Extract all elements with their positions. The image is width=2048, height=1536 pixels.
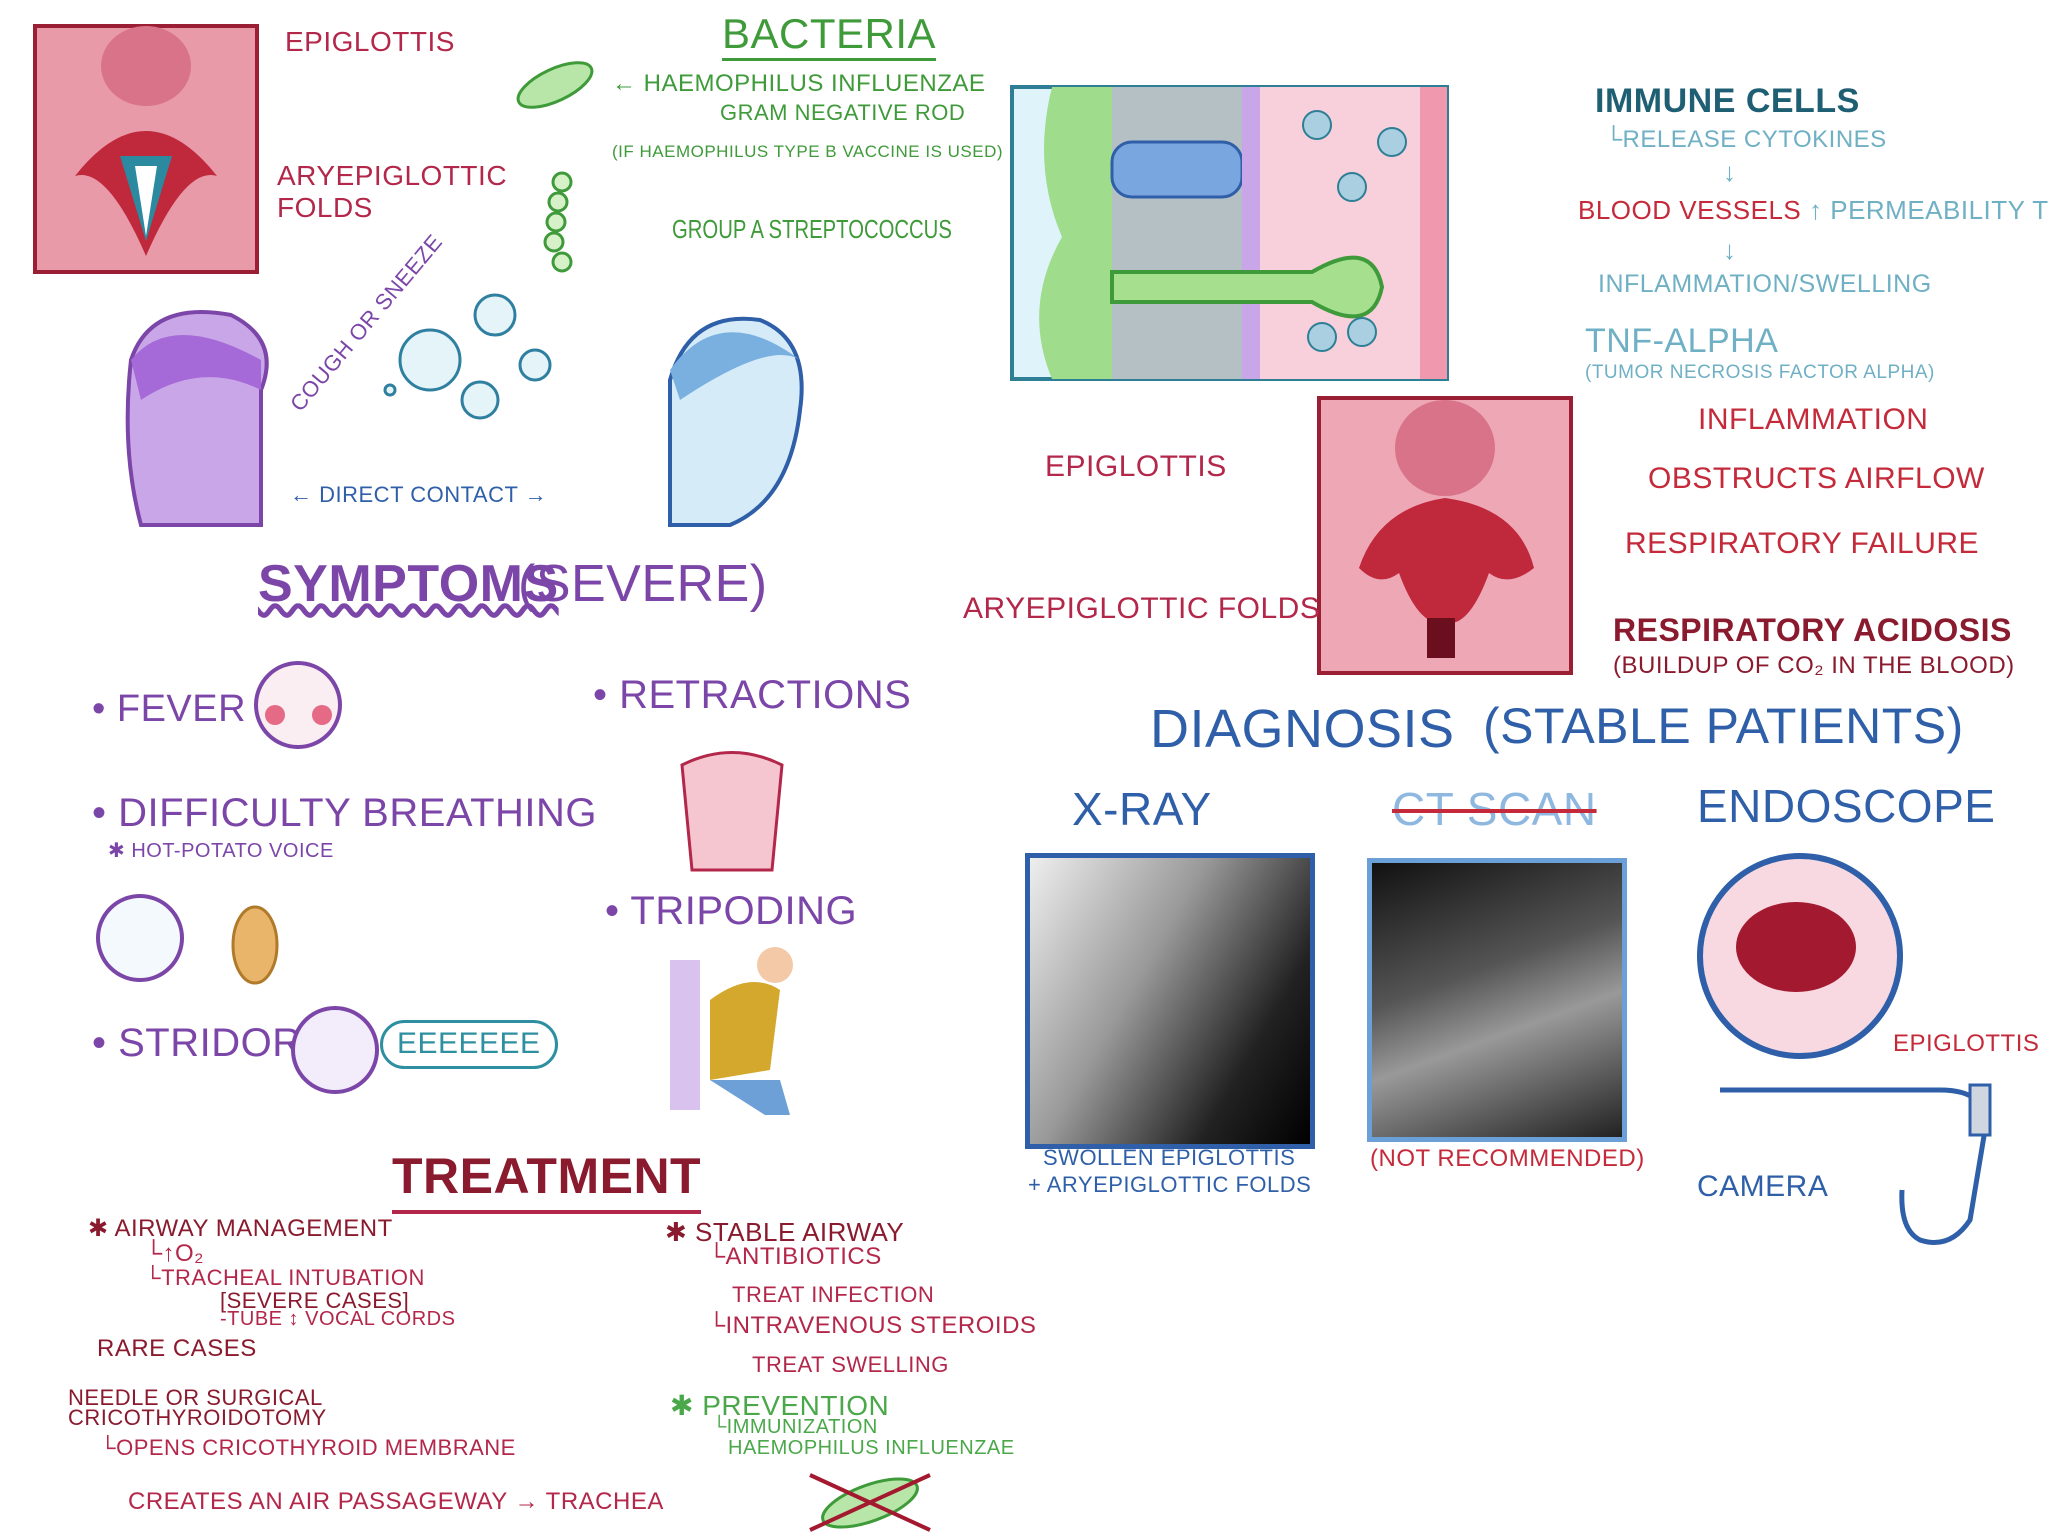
bacteria-title: Bacteria (722, 10, 937, 62)
haemophilus-bacterium-icon (516, 61, 594, 109)
rare-cases: Rare cases (97, 1335, 257, 1362)
stable-airway: ✱ Stable airway (665, 1217, 905, 1247)
cascade-step: Respiratory acidosis (1613, 612, 2012, 648)
intubation-text: Tracheal intubation (161, 1265, 425, 1290)
swollen-epiglottis-illustration (1317, 396, 1573, 675)
opens-membrane: └Opens cricothyroid membrane (100, 1435, 516, 1460)
cascade-step: Obstructs airflow (1648, 462, 1985, 495)
tnf-full-label: (Tumor necrosis factor alpha) (1585, 362, 1935, 383)
opens-membrane-text: Opens cricothyroid membrane (116, 1435, 516, 1460)
iv-steroids: └Intravenous steroids (708, 1312, 1037, 1339)
tube-note: -Tube ↕ vocal cords (220, 1308, 456, 1330)
label-epiglottis: Epiglottis (285, 26, 455, 57)
co2-note: (Buildup of CO₂ in the blood) (1613, 652, 2015, 679)
treat-infection: Treat infection (732, 1282, 935, 1307)
direct-contact-text: Direct contact (319, 482, 519, 507)
air-passageway: Creates an air passageway → Trachea (128, 1488, 664, 1515)
arrow-down: ↓ (1723, 157, 1737, 187)
antibiotics-text: Antibiotics (725, 1243, 882, 1270)
endoscope-epiglottis-label: Epiglottis (1893, 1030, 2040, 1057)
strep-label: Group A Streptococcus (672, 214, 952, 244)
prevention: ✱ Prevention (670, 1390, 890, 1421)
xray-caption: + Aryepiglottic folds (1028, 1172, 1312, 1197)
needle-surgical: Needle or Surgical (68, 1385, 323, 1410)
symptom-difficulty-breathing: • Difficulty breathing (92, 791, 598, 835)
blood-vessels-label: Blood vessels (1578, 195, 1802, 225)
aryepiglottic-folds-label: Aryepiglottic folds (963, 592, 1321, 625)
permeability-label: ↑ Permeability to flu (1809, 195, 2048, 225)
epiglottis-label: Epiglottis (1045, 450, 1227, 483)
crossed-out-bacterium-icon (809, 1473, 931, 1532)
cascade-step: Inflammation (1698, 403, 1929, 436)
endoscope-device-illustration (1720, 1083, 1992, 1245)
xray-caption: Swollen epiglottis (1043, 1145, 1296, 1170)
camera-label: Camera (1697, 1170, 1829, 1203)
haemophilus-label: ← Haemophilus influenzae (612, 70, 986, 97)
immunization: └Immunization (712, 1416, 878, 1438)
tripoding-person-illustration (670, 947, 793, 1115)
severe-cases: [Severe cases] (220, 1288, 410, 1313)
sick-person-illustration (125, 310, 269, 527)
ct-scan-label: CT Scan (1392, 783, 1597, 835)
release-cytokines-text: Release cytokines (1622, 126, 1887, 153)
larynx-illustration (33, 24, 259, 274)
stridor-speech-bubble: EEEEEEE (380, 1020, 558, 1069)
tnf-alpha-label: TNF-alpha (1585, 322, 1779, 360)
immunization-text: Immunization (726, 1416, 878, 1438)
chest-retractions-illustration (680, 751, 784, 872)
oxygen-text: ↑O₂ (162, 1240, 204, 1267)
treatment-title: Treatment (392, 1148, 702, 1214)
endoscopic-view-illustration (1697, 853, 1903, 1059)
immune-cells-label: Immune cells (1595, 82, 1860, 120)
airway-tissue-illustration (1010, 85, 1449, 381)
stridor-face-icon (291, 1006, 379, 1094)
inflammation-swelling-label: Inflammation/Swelling (1598, 270, 1932, 298)
ct-scan-image (1367, 858, 1627, 1142)
blood-vessels-line: Blood vessels ↑ Permeability to flu (1578, 195, 2048, 226)
symptom-stridor: • Stridor (92, 1021, 302, 1065)
diagnosis-subtitle: (Stable patients) (1483, 698, 1964, 754)
droplets-illustration (383, 293, 552, 420)
xray-image (1025, 853, 1315, 1149)
endoscope-label: Endoscope (1697, 780, 1996, 832)
xray-label: X-Ray (1072, 783, 1212, 835)
symptom-tripoding: • Tripoding (605, 889, 858, 933)
cricothyroidotomy: Cricothyroidotomy (68, 1405, 327, 1430)
direct-contact-label: ← Direct contact → (290, 482, 548, 507)
intubation-item: └Tracheal intubation (145, 1265, 425, 1290)
streptococcus-icon (543, 171, 573, 273)
symptoms-title: Symptoms (258, 555, 559, 613)
treat-swelling: Treat swelling (752, 1352, 949, 1377)
symptoms-subtitle: (Severe) (518, 555, 768, 613)
cascade-step: Respiratory failure (1625, 527, 1980, 560)
fever-face-icon (254, 661, 342, 749)
hib-vaccine: Haemophilus influenzae (728, 1437, 1015, 1459)
gram-negative-label: Gram negative rod (720, 100, 966, 125)
symptom-fever: • Fever (92, 688, 247, 730)
symptom-retractions: • Retractions (593, 673, 912, 717)
release-cytokines-label: └Release cytokines (1605, 126, 1887, 153)
vaccine-note: (If Haemophilus type B vaccine is used) (612, 142, 1004, 161)
diagnosis-title: Diagnosis (1150, 699, 1455, 759)
arrow-down: ↓ (1723, 235, 1737, 265)
iv-steroids-text: Intravenous steroids (725, 1312, 1037, 1339)
ct-caption: (Not recommended) (1370, 1145, 1645, 1172)
airway-management: ✱ Airway management (88, 1215, 393, 1242)
hot-potato-note: ✱ Hot-potato voice (108, 840, 334, 862)
hot-potato-illustration (96, 894, 279, 985)
healthy-person-illustration (668, 316, 804, 527)
oxygen-item: └↑O₂ (145, 1240, 204, 1267)
label-aryepiglottic-folds: Aryepiglottic folds (277, 160, 508, 224)
antibiotics: └Antibiotics (708, 1243, 882, 1270)
